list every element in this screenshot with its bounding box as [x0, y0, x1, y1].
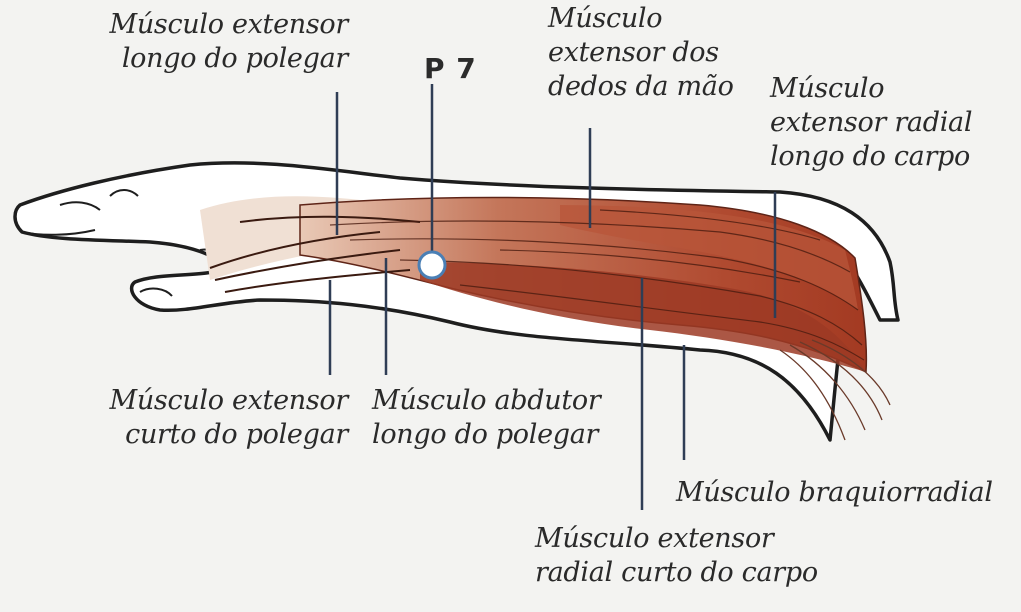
elbow-fibers [779, 339, 891, 441]
label-extensor-dedos: Músculo extensor dos dedos da mão [548, 3, 734, 102]
label-extensor-radial-curto: Músculo extensor radial curto do carpo [535, 523, 818, 588]
p7-label: P 7 [424, 52, 477, 85]
label-braquiorradial: Músculo braquiorradial [676, 477, 993, 508]
muscle-striations [329, 209, 865, 361]
label-extensor-curto-polegar: Músculo extensor curto do polegar [109, 385, 348, 450]
label-extensor-radial-longo: Músculo extensor radial longo do carpo [770, 73, 973, 172]
label-abdutor-longo-polegar: Músculo abdutor longo do polegar [372, 385, 601, 450]
leader-lines [328, 84, 777, 510]
p7-marker[interactable] [417, 250, 447, 280]
label-extensor-longo-polegar: Músculo extensor longo do polegar [109, 9, 348, 74]
